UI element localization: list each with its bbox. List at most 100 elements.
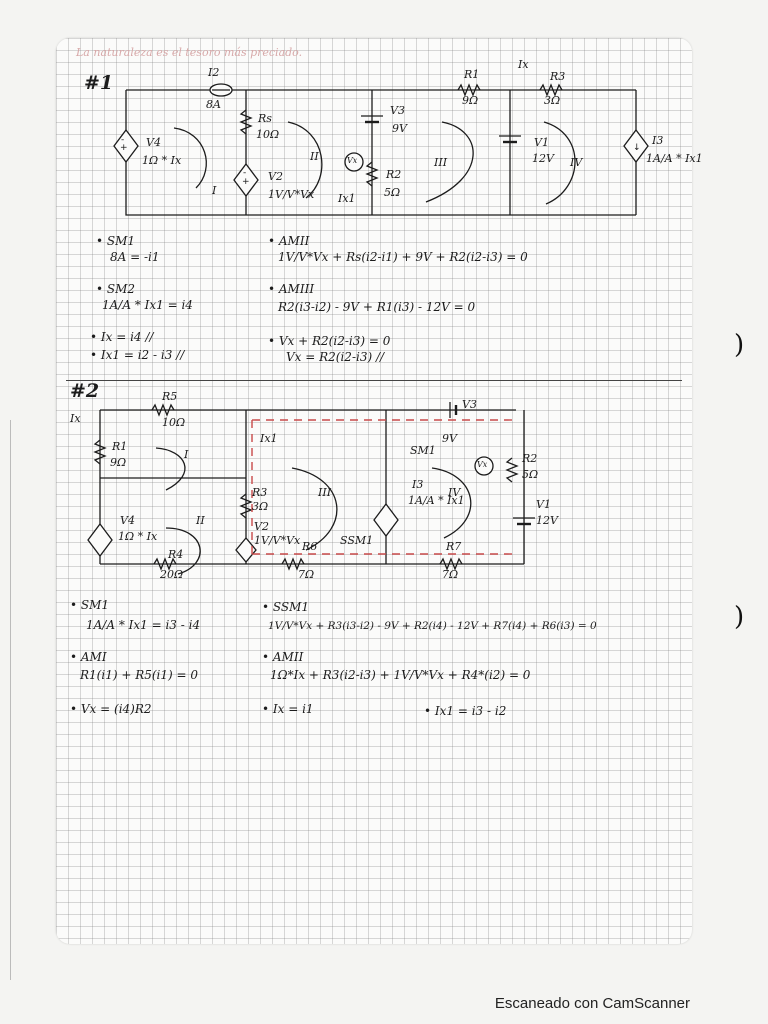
label-r3: R3 [550, 70, 566, 83]
p2-label-r1-value: 9Ω [110, 456, 127, 469]
label-i3: I3 [652, 134, 664, 147]
p2-label-ssm1: SSM1 [340, 534, 374, 547]
resistor-r7 [439, 557, 463, 571]
label-vx: Vx [347, 156, 358, 165]
resistor-r1 [457, 83, 481, 97]
p2-label-v1: V1 [536, 498, 551, 511]
label-mesh-iii: III [434, 156, 448, 169]
label-r3-value: 3Ω [544, 94, 561, 107]
mesh-arrow-2 [165, 527, 201, 575]
label-r1-value: 9Ω [462, 94, 479, 107]
p1-am3-eq: R2(i3-i2) - 9V + R1(i3) - 12V = 0 [278, 300, 476, 314]
voltmeter-vx [474, 456, 494, 476]
p1-ix1-eq: • Ix1 = i2 - i3 // [90, 348, 185, 362]
resistor-rs [239, 109, 253, 135]
source-v4 [113, 128, 139, 164]
p1-sm2-eq: 1A/A * Ix1 = i4 [102, 298, 193, 312]
p2-label-v2: V2 [254, 520, 269, 533]
label-i3-value: 1A/A * Ix1 [646, 152, 703, 165]
p2-label-mesh-iv: IV [448, 486, 461, 499]
p2-sm1-title: • SM1 [70, 598, 110, 612]
p2-label-v3: V3 [462, 398, 477, 411]
mesh-arrow-1 [173, 127, 207, 189]
label-v1: V1 [534, 136, 549, 149]
p2-label-r4-value: 20Ω [160, 568, 184, 581]
p2-label-r2: R2 [522, 452, 538, 465]
p2-label-v3-value: 9V [442, 432, 457, 445]
label-v2: V2 [268, 170, 283, 183]
p2-label-r3-value: 3Ω [252, 500, 269, 513]
p2-label-r7: R7 [446, 540, 462, 553]
label-v2-value: 1V/V*Vx [268, 188, 315, 201]
p2-label-r5: R5 [162, 390, 178, 403]
resistor-r3 [539, 83, 563, 97]
p2-label-i3: I3 [412, 478, 424, 491]
camscanner-footer: Escaneado con CamScanner [494, 995, 690, 1012]
section-divider [66, 380, 682, 381]
p2-label-r5-value: 10Ω [162, 416, 186, 429]
p1-am2-eq: 1V/V*Vx + Rs(i2-i1) + 9V + R2(i2-i3) = 0 [278, 250, 528, 264]
p2-label-mesh-iii: III [318, 486, 332, 499]
p2-label-r1: R1 [112, 440, 128, 453]
label-v3-value: 9V [392, 122, 407, 135]
resistor-r2 [365, 161, 379, 187]
p2-am1-title: • AMI [70, 650, 107, 664]
faded-header-text: La naturaleza es el tesoro más preciado. [76, 46, 303, 59]
p2-label-r7-value: 7Ω [442, 568, 459, 581]
circuit-diagram-1: +- +- ↓ [113, 83, 649, 216]
label-i2-value: 8A [206, 98, 221, 111]
label-v1-value: 12V [532, 152, 554, 165]
p2-label-sm1: SM1 [410, 444, 436, 457]
p2-label-mesh-ii: II [196, 514, 205, 527]
label-r1: R1 [464, 68, 480, 81]
resistor-r5 [151, 403, 175, 417]
p2-label-vx: Vx [477, 460, 488, 469]
p2-vx-eq: • Vx = (i4)R2 [70, 702, 152, 716]
label-mesh-iv: IV [570, 156, 583, 169]
margin-bracket-top: ) [734, 330, 745, 360]
p1-sm2-title: • SM2 [96, 282, 136, 296]
p2-label-r4: R4 [168, 548, 184, 561]
p2-label-v2-value: 1V/V*Vx [254, 534, 301, 547]
problem-2-number: #2 [70, 380, 100, 402]
svg-text:+: + [242, 177, 250, 187]
label-r2: R2 [386, 168, 402, 181]
p1-sm1-eq: 8A = -i1 [110, 250, 160, 264]
margin-bracket-bottom: ) [734, 602, 745, 632]
resistor-r6 [281, 557, 305, 571]
mesh-arrow-3 [291, 467, 338, 551]
source-i3 [373, 502, 399, 538]
p2-label-r6: R6 [302, 540, 318, 553]
svg-text:+: + [120, 143, 128, 153]
p2-label-r3: R3 [252, 486, 268, 499]
source-v2 [233, 162, 259, 198]
problem-1-number: #1 [84, 72, 114, 94]
svg-text:-: - [121, 135, 124, 145]
voltmeter-vx [344, 152, 364, 172]
p2-label-v4: V4 [120, 514, 135, 527]
label-rs: Rs [258, 112, 272, 125]
circuit-diagram-2 [87, 402, 535, 575]
p2-label-ix1: Ix1 [260, 432, 278, 445]
p2-ix-eq: • Ix = i1 [262, 702, 314, 716]
notebook-page: La naturaleza es el tesoro más preciado.… [56, 38, 703, 944]
mesh-arrow-2 [287, 121, 323, 199]
svg-text:-: - [243, 168, 246, 178]
p1-vx-eq1: • Vx + R2(i2-i3) = 0 [268, 334, 391, 348]
p2-label-mesh-i: I [184, 448, 189, 461]
p2-label-ix: Ix [70, 412, 81, 425]
source-v2 [235, 536, 257, 564]
svg-text:↓: ↓ [633, 143, 641, 153]
mesh-arrow-3 [425, 121, 474, 203]
resistor-r3 [239, 493, 253, 519]
mesh-arrow-1 [155, 447, 186, 491]
p2-label-i3-value: 1A/A * Ix1 [408, 494, 465, 507]
p1-sm1-title: • SM1 [96, 234, 136, 248]
p2-sm1-eq: 1A/A * Ix1 = i3 - i4 [86, 618, 201, 632]
p2-am1-eq: R1(i1) + R5(i1) = 0 [80, 668, 199, 682]
p2-am2-eq: 1Ω*Ix + R3(i2-i3) + 1V/V*Vx + R4*(i2) = … [270, 668, 531, 682]
p1-am3-title: • AMIII [268, 282, 315, 296]
mesh-arrow-4 [543, 121, 576, 205]
label-r2-value: 5Ω [384, 186, 401, 199]
label-v4: V4 [146, 136, 161, 149]
